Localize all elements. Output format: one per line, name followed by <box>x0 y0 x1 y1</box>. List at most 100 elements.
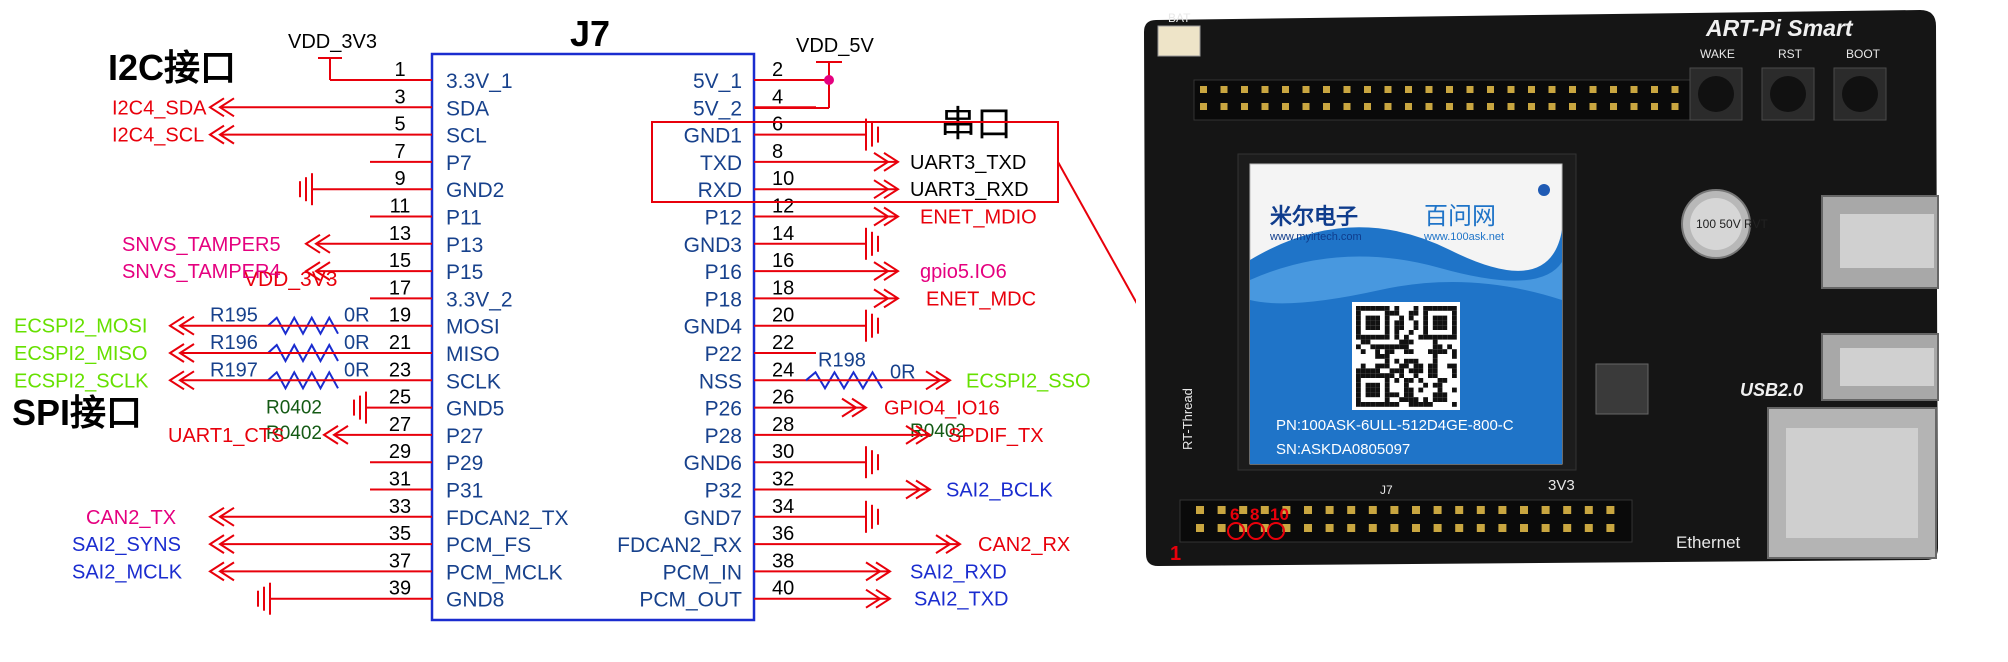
resistor-value: 0R <box>344 359 370 381</box>
header-pin <box>1368 506 1377 514</box>
header-pin <box>1425 86 1433 93</box>
net-chevron <box>322 425 349 445</box>
header-pin <box>1476 506 1485 514</box>
right-pin-number: 8 <box>772 141 783 163</box>
header-pin <box>1466 103 1474 110</box>
right-pin-label: GND1 <box>684 125 742 148</box>
left-pin-label: MOSI <box>446 316 500 339</box>
header-pin <box>1589 86 1597 93</box>
header-pin <box>1302 86 1310 93</box>
header-pin <box>1507 103 1515 110</box>
right-pin-label: P16 <box>705 261 742 284</box>
resistor-body <box>267 342 339 364</box>
header-pin <box>1364 86 1371 93</box>
module-pn: PN:100ASK-6ULL-512D4GE-800-C <box>1276 417 1514 434</box>
svg-text:100 50V RVT: 100 50V RVT <box>1696 217 1768 231</box>
header-pin <box>1200 86 1207 93</box>
right-pin-label: TXD <box>700 152 742 175</box>
header-pin <box>1548 86 1556 93</box>
header-pin <box>1405 86 1412 93</box>
header-pin <box>1220 103 1228 110</box>
left-pin-label: P15 <box>446 261 483 284</box>
header-pin <box>1261 103 1269 110</box>
right-pin-label: PCM_IN <box>663 561 742 584</box>
board-photo: BAT ART-Pi Smart WAKE RST BOOT 米尔电子 www.… <box>1136 0 2008 662</box>
left-pin-label: P31 <box>446 480 483 503</box>
header-pin <box>1671 103 1679 110</box>
uart-section-label: 串口 <box>940 103 1012 144</box>
header-pin <box>1507 86 1515 93</box>
header-pin <box>1220 86 1228 93</box>
header-pin <box>1347 524 1356 532</box>
right-pin-label: FDCAN2_RX <box>617 534 742 557</box>
right-pin-label: 5V_1 <box>693 70 742 93</box>
right-pin-number: 22 <box>772 332 794 354</box>
net-chevron <box>873 288 900 309</box>
button-wake: WAKE <box>1689 47 1743 121</box>
left-pin-number: 35 <box>389 523 411 545</box>
right-pin-number: 20 <box>772 305 794 327</box>
left-net-label: SNVS_TAMPER5 <box>122 234 281 256</box>
right-net-label: SAI2_BCLK <box>946 480 1053 502</box>
right-pin-label: RXD <box>698 179 742 202</box>
usb-connector-bottom-inner <box>1840 348 1934 386</box>
header-pin <box>1282 86 1289 93</box>
left-pin-number: 3 <box>394 86 405 108</box>
left-pin-number: 1 <box>394 59 405 81</box>
pin-marker-circle <box>1227 522 1245 540</box>
right-net-label: gpio5.IO6 <box>920 261 1007 283</box>
net-chevron <box>208 97 235 118</box>
right-pin-number: 4 <box>772 86 783 108</box>
right-pin-label: P28 <box>705 425 742 448</box>
som-module-wave-light <box>1250 256 1562 304</box>
header-pin <box>1487 103 1494 110</box>
left-pin-number: 25 <box>389 387 411 409</box>
header-pin <box>1610 86 1617 93</box>
header-pin <box>1347 506 1356 514</box>
net-chevron <box>168 370 195 391</box>
left-pin-number: 5 <box>394 114 405 136</box>
inductor <box>1595 363 1649 415</box>
header-pin <box>1323 103 1330 110</box>
header-pin <box>1446 86 1453 93</box>
header-pin <box>1446 103 1453 110</box>
right-pin-label: GND3 <box>684 234 742 257</box>
header-pin <box>1548 103 1556 110</box>
right-pin-number: 18 <box>772 277 794 299</box>
header-pin <box>1569 86 1576 93</box>
ethernet-jack-inner <box>1786 428 1918 538</box>
left-pin-label: GND8 <box>446 589 504 612</box>
left-net-label: UART1_CTS <box>168 425 284 447</box>
header-pin <box>1241 86 1248 93</box>
left-pin-number: 33 <box>389 496 411 518</box>
vdd-5v-symbol <box>754 61 842 109</box>
bat-label: BAT <box>1168 11 1191 25</box>
net-chevron <box>865 588 892 609</box>
right-pin-number: 40 <box>772 578 794 600</box>
header-pin <box>1282 506 1291 514</box>
header-pin <box>1412 506 1420 514</box>
net-chevron <box>905 479 932 500</box>
left-net-label: CAN2_TX <box>86 507 176 529</box>
resistor-body <box>805 370 883 391</box>
right-net-label: SAI2_RXD <box>910 561 1007 583</box>
header-pin <box>1498 506 1507 514</box>
usb-label: USB2.0 <box>1740 380 1803 400</box>
pin-marker-circle <box>1247 522 1265 540</box>
header-pin <box>1569 103 1576 110</box>
net-chevron <box>873 206 900 227</box>
header-pin <box>1476 524 1485 532</box>
left-pin-number: 17 <box>389 277 411 299</box>
header-pin <box>1260 506 1269 514</box>
net-chevron <box>935 534 962 554</box>
net-chevron <box>925 370 952 391</box>
resistor-value: 0R <box>344 332 370 354</box>
header-pin <box>1302 103 1310 110</box>
header-pin <box>1217 524 1226 532</box>
left-pin-label: PCM_FS <box>446 534 531 557</box>
left-pin-number: 11 <box>390 196 411 218</box>
left-net-label: SAI2_MCLK <box>72 561 183 583</box>
right-pin-number: 10 <box>772 168 794 190</box>
net-chevron <box>841 397 868 418</box>
